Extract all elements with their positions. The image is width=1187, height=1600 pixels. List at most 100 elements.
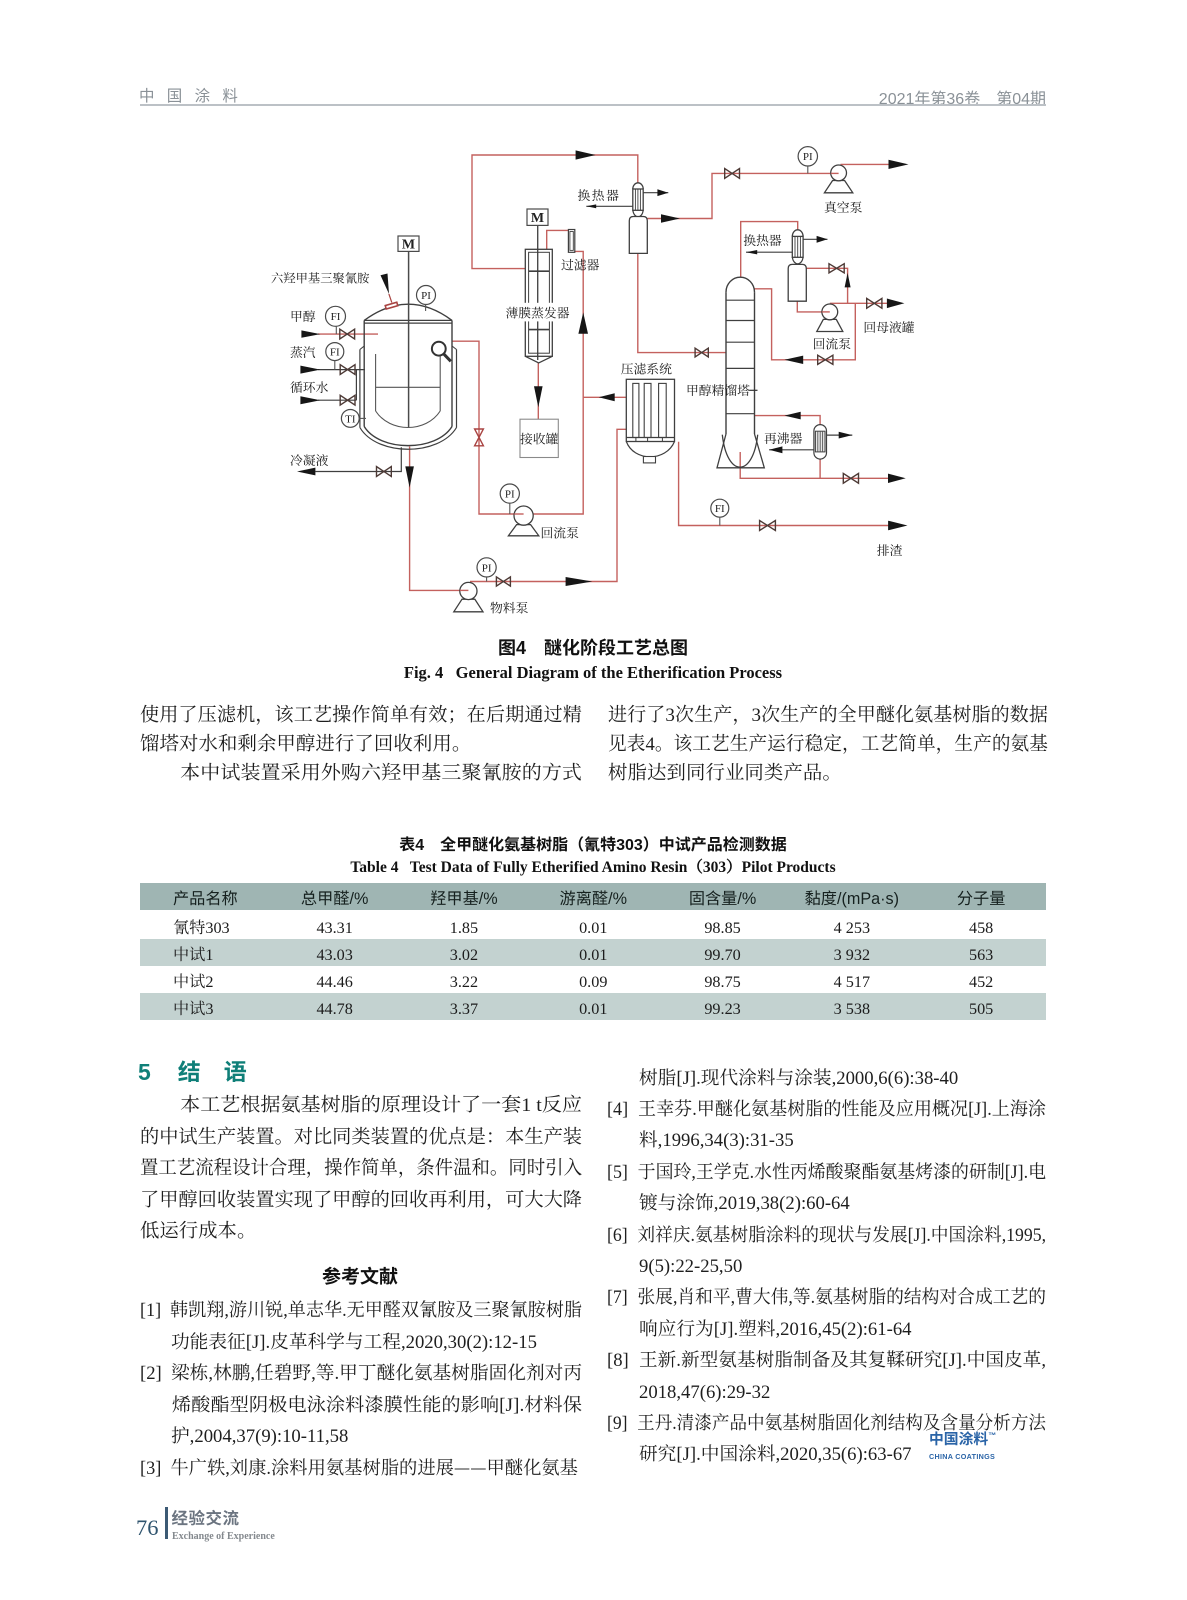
label-press: 压滤系统	[621, 359, 672, 378]
reference-text: 梁栋,林鹏,任碧野,等.甲丁醚化氨基树脂固化剂对丙	[170, 1358, 582, 1386]
body-text-line: 了甲醇回收装置实现了甲醇的回收再利用，可大大降	[140, 1183, 582, 1212]
header-rule	[140, 104, 1046, 106]
reference-text-line: 镀与涂饰,2019,38(2):60-64	[639, 1188, 850, 1216]
table-column-header: 分子量	[956, 884, 1006, 909]
pipe	[637, 253, 726, 354]
equipment	[791, 257, 804, 265]
label-evaporator: 薄膜蒸发器	[506, 303, 570, 322]
reference-text-line: 9(5):22-25,50	[639, 1250, 743, 1278]
pipe	[470, 428, 627, 583]
reference-item: [4]王幸芬.甲醚化氨基树脂的性能及应用概况[J].上海涂	[607, 1092, 1046, 1123]
pipe	[754, 414, 821, 425]
svg-text:FI: FI	[715, 500, 725, 516]
label-circwater: 循环水	[290, 377, 329, 396]
reference-item: [3]牛广轶,刘康.涂料用氨基树脂的进展——甲醚化氨基	[140, 1451, 578, 1483]
jacket	[451, 345, 457, 350]
reference-item: [6]刘祥庆.氨基树脂涂料的现状与发展[J].中国涂料,1995,	[607, 1218, 1046, 1249]
table-cell: 43.31	[316, 913, 353, 938]
flow-arrow-icon	[746, 250, 758, 255]
label-vacuum-pump: 真空泵	[824, 197, 863, 216]
reference-text-line: 响应行为[J].塑料,2016,45(2):61-64	[639, 1313, 912, 1341]
press-plate	[643, 382, 652, 439]
filter-press	[625, 378, 676, 464]
pipe	[754, 288, 856, 361]
reference-text: 牛广轶,刘康.涂料用氨基树脂的进展——甲醚化氨基	[170, 1452, 578, 1480]
pipe	[677, 441, 889, 527]
reference-item: [9] 王丹.清漆产品中氨基树脂固化剂结构及含量分析方法	[607, 1406, 1046, 1437]
svg-text:FI: FI	[330, 344, 340, 360]
table-cell: 0.09	[579, 967, 608, 992]
pipe	[739, 452, 889, 479]
body-text-line: 置工艺流程设计合理，操作简单，条件温和。同时引入	[140, 1152, 582, 1180]
table-column-header: 黏度/(mPa·s)	[804, 884, 900, 909]
reflux-pump	[507, 505, 541, 537]
reference-marker: [5]	[607, 1156, 628, 1184]
valve-icon	[495, 575, 512, 588]
reference-marker: [8]	[607, 1345, 629, 1373]
logo-cn: 中国涂料™	[929, 1428, 997, 1449]
flow-arrow-icon	[888, 473, 906, 483]
label-steam: 蒸汽	[290, 342, 316, 361]
table-cell: 3.02	[449, 940, 479, 965]
reflux-pump	[815, 303, 844, 333]
label-hx1: 换热器	[578, 185, 621, 204]
section-title: 结 语	[177, 1053, 247, 1087]
table-column-header: 产品名称	[173, 884, 238, 909]
flow-arrow-icon	[565, 577, 593, 586]
motor-icon: M	[526, 207, 549, 227]
table-cell: 0.01	[579, 940, 608, 965]
table-caption-cn: 表4 全甲醚化氨基树脂（氰特303）中试产品检测数据	[399, 831, 787, 855]
figure-caption-cn: 图4 醚化阶段工艺总图	[497, 634, 688, 660]
reference-marker: [2]	[140, 1358, 162, 1386]
instrument-fi: FI	[324, 305, 347, 327]
instrument-pi: PI	[476, 557, 497, 578]
body-column-left: 使用了压滤机，该工艺操作简单有效；在后期通过精 馏塔对水和剩余甲醇进行了回收利用…	[140, 699, 600, 785]
table-column-header: 羟甲基/%	[430, 884, 498, 909]
pipe	[647, 172, 831, 220]
label-reboiler: 再沸器	[764, 428, 803, 447]
pipe	[796, 301, 830, 313]
svg-text:M: M	[531, 207, 544, 227]
flow-arrow-icon	[769, 446, 783, 454]
label-hx2: 换热器	[743, 230, 782, 249]
section-heading: 5 结 语	[138, 1053, 247, 1087]
body-text-line: 进行了3次生产，3次生产的全甲醚化氨基树脂的数据	[608, 699, 1048, 727]
column-sump	[721, 434, 759, 468]
svg-text:M: M	[402, 234, 415, 254]
table-column-header: 固含量/%	[688, 884, 757, 909]
flow-arrow-icon	[816, 235, 828, 243]
reference-marker: [9]	[607, 1407, 628, 1435]
svg-text:PI: PI	[505, 486, 515, 502]
table-cell: 3 538	[833, 994, 871, 1019]
table-cell: 98.75	[704, 967, 741, 992]
instrument-ti: TI	[340, 408, 360, 428]
section-number: 5	[138, 1053, 151, 1087]
flow-arrow-icon	[888, 159, 909, 169]
data-table: 产品名称总甲醛/%羟甲基/%游离醛/%固含量/%黏度/(mPa·s)分子量 氰特…	[140, 883, 1046, 1020]
feed-line	[388, 293, 393, 303]
label-column: 甲醇精馏塔	[686, 380, 750, 399]
reference-marker: [1]	[140, 1295, 162, 1322]
inner-shell	[375, 410, 441, 429]
reference-text-line: 功能表征[J].皮革科学与工程,2020,30(2):12-15	[171, 1326, 537, 1354]
equipment	[632, 182, 644, 190]
footer-divider	[165, 1507, 169, 1539]
reference-text: 刘祥庆.氨基树脂涂料的现状与发展[J].中国涂料,1995,	[637, 1219, 1046, 1247]
flow-arrow-icon	[888, 520, 908, 531]
svg-text:PI: PI	[421, 287, 431, 303]
instrument-pi: PI	[415, 284, 437, 306]
reference-text: 张展,肖和平,曹大伟,等.氨基树脂的结构对合成工艺的	[637, 1282, 1046, 1310]
table-header-row: 产品名称总甲醛/%羟甲基/%游离醛/%固含量/%黏度/(mPa·s)分子量	[140, 883, 1046, 910]
footer-section-en: Exchange of Experience	[172, 1527, 275, 1542]
pipe	[471, 154, 639, 270]
table-caption-en: Table 4 Test Data of Fully Etherified Am…	[350, 855, 836, 877]
process-flow-diagram: M PI FI FI TI M PI PI PI FI 六羟甲基三聚氰胺 甲醇 …	[271, 146, 915, 617]
reference-text: 王丹.清漆产品中氨基树脂固化剂结构及含量分析方法	[637, 1407, 1046, 1435]
reference-text-line: 料,1996,34(3):31-35	[639, 1125, 794, 1153]
flow-arrow-icon	[598, 393, 615, 402]
receiver-tank	[519, 418, 559, 459]
reference-marker: [4]	[607, 1093, 629, 1121]
